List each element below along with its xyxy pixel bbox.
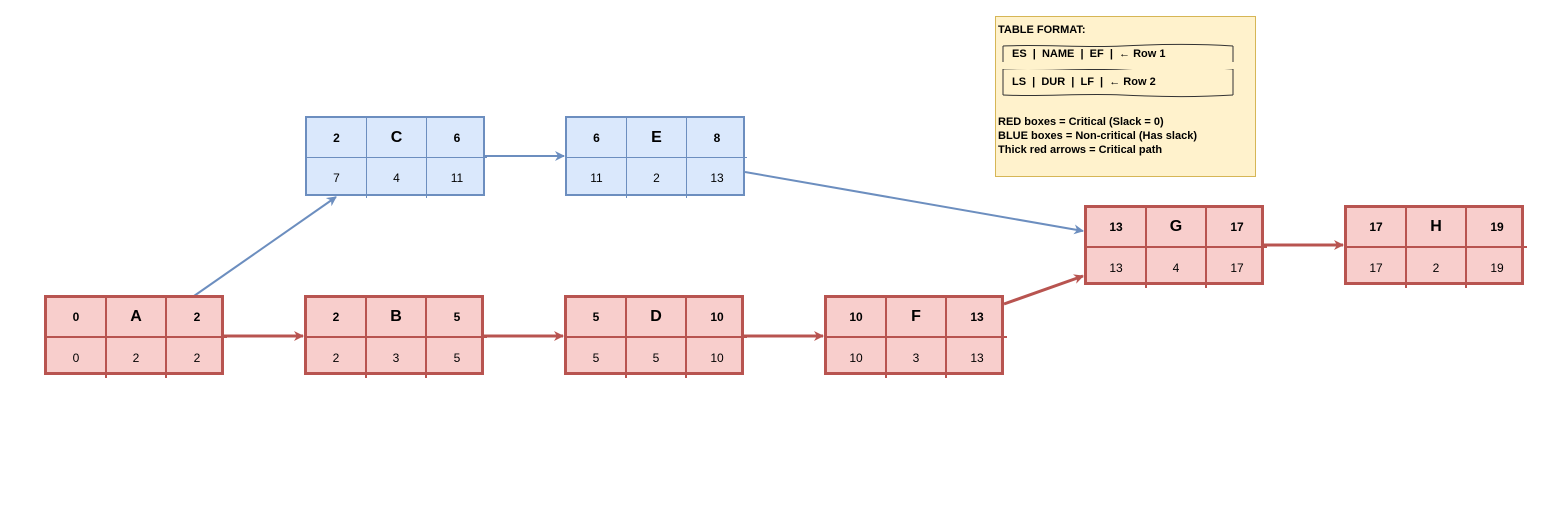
duration: 3 — [887, 338, 947, 378]
legend-note-critical-path: Thick red arrows = Critical path — [998, 144, 1163, 156]
late-start: 2 — [307, 338, 367, 378]
duration: 2 — [1407, 248, 1467, 288]
late-start: 0 — [47, 338, 107, 378]
late-finish: 2 — [193, 351, 201, 365]
late-finish: 17 — [1230, 261, 1244, 275]
late-start: 13 — [1087, 248, 1147, 288]
activity-name: B — [367, 298, 427, 338]
legend-row-1: ES | NAME | EF | ← Row 1 — [1002, 43, 1234, 65]
activity-name: A — [107, 298, 167, 338]
activity-name: F — [887, 298, 947, 338]
legend-row-1-bracket — [1002, 44, 1234, 62]
early-start: 6 — [567, 118, 627, 158]
legend-row-1-text: ES | NAME | EF | ← Row 1 — [1012, 48, 1166, 60]
early-finish: 5 — [427, 298, 487, 338]
edge-f-g — [1003, 274, 1084, 306]
legend-title: TABLE FORMAT: — [998, 24, 1086, 36]
late-start: 17 — [1347, 248, 1407, 288]
early-start: 2 — [307, 118, 367, 158]
late-start: 11 — [567, 158, 627, 198]
late-start: 5 — [567, 338, 627, 378]
duration: 2 — [107, 338, 167, 378]
late-finish: 13 — [710, 171, 724, 185]
duration: 4 — [367, 158, 427, 198]
legend-note-noncritical: BLUE boxes = Non-critical (Has slack) — [998, 130, 1197, 142]
legend-row-2-bracket — [1002, 69, 1234, 97]
early-finish: 19 — [1467, 208, 1527, 248]
edge-layer — [193, 151, 1344, 341]
duration: 5 — [627, 338, 687, 378]
early-start: 10 — [827, 298, 887, 338]
late-start: 7 — [307, 158, 367, 198]
early-start: 5 — [567, 298, 627, 338]
early-finish: 8 — [687, 118, 747, 158]
edge-e-g — [744, 171, 1084, 235]
activity-name: H — [1407, 208, 1467, 248]
late-finish: 5 — [453, 351, 461, 365]
legend-box: TABLE FORMAT: ES | NAME | EF | ← Row 1 L… — [995, 16, 1256, 177]
legend-note-critical: RED boxes = Critical (Slack = 0) — [998, 116, 1164, 128]
early-start: 2 — [307, 298, 367, 338]
late-finish: 10 — [710, 351, 724, 365]
activity-name: E — [627, 118, 687, 158]
legend-notes: RED boxes = Critical (Slack = 0) BLUE bo… — [998, 115, 1197, 157]
activity-name: G — [1147, 208, 1207, 248]
duration: 4 — [1147, 248, 1207, 288]
early-start: 13 — [1087, 208, 1147, 248]
early-start: 17 — [1347, 208, 1407, 248]
duration: 3 — [367, 338, 427, 378]
early-finish: 2 — [167, 298, 227, 338]
duration: 2 — [627, 158, 687, 198]
early-finish: 6 — [427, 118, 487, 158]
activity-name: C — [367, 118, 427, 158]
edge-a-c — [193, 196, 337, 297]
early-finish: 10 — [687, 298, 747, 338]
late-finish: 19 — [1490, 261, 1504, 275]
late-finish: 13 — [970, 351, 984, 365]
early-finish: 13 — [947, 298, 1007, 338]
late-start: 10 — [827, 338, 887, 378]
early-start: 0 — [47, 298, 107, 338]
activity-name: D — [627, 298, 687, 338]
legend-row-2: LS | DUR | LF | ← Row 2 — [1002, 69, 1234, 97]
late-finish: 11 — [450, 171, 464, 185]
legend-row-2-text: LS | DUR | LF | ← Row 2 — [1012, 76, 1156, 88]
early-finish: 17 — [1207, 208, 1267, 248]
